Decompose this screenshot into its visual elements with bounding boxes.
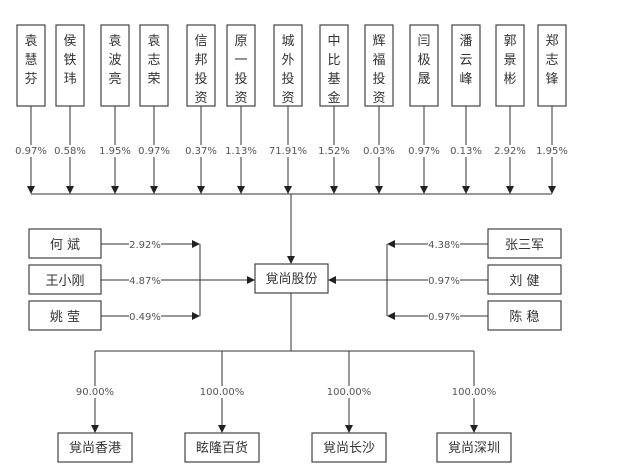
label-background xyxy=(99,145,131,157)
label-background xyxy=(200,386,244,398)
label-background xyxy=(363,145,395,157)
left-shareholder-box xyxy=(28,228,102,259)
left-shareholder-name: 何 斌 xyxy=(50,237,80,253)
top-shareholder-pct: 71.91% xyxy=(269,146,307,157)
label-background xyxy=(318,145,350,157)
subsidiary-name: 覍尚香港 xyxy=(69,441,121,456)
label-background xyxy=(428,311,460,323)
right-shareholder-box xyxy=(487,264,562,295)
label-background xyxy=(536,145,568,157)
right-shareholder-name: 刘 健 xyxy=(509,274,539,289)
top-shareholder-box xyxy=(451,24,481,107)
top-shareholder-name: 辉福投资 xyxy=(372,34,386,106)
top-shareholder-pct: 1.52% xyxy=(318,146,350,157)
subsidiary-box xyxy=(436,432,512,463)
subsidiary-box xyxy=(311,432,387,463)
top-shareholder-pct: 1.95% xyxy=(536,146,568,157)
top-shareholder-pct: 0.97% xyxy=(408,146,440,157)
top-shareholder-pct: 1.95% xyxy=(99,146,131,157)
top-shareholder-pct: 0.58% xyxy=(54,146,86,157)
label-background xyxy=(450,145,482,157)
label-background xyxy=(408,145,440,157)
right-shareholder-pct: 0.97% xyxy=(428,276,460,287)
top-shareholder-pct: 0.03% xyxy=(363,146,395,157)
label-background xyxy=(494,145,526,157)
subsidiary-name: 眩隆百货 xyxy=(196,440,248,456)
label-background xyxy=(428,239,460,251)
label-background xyxy=(138,145,170,157)
label-background xyxy=(76,386,114,398)
top-shareholder-pct: 0.37% xyxy=(185,146,217,157)
top-shareholder-box xyxy=(273,24,303,107)
top-shareholder-pct: 0.97% xyxy=(15,146,47,157)
top-shareholder-name: 潘云峰 xyxy=(459,34,473,87)
subsidiary-pct: 90.00% xyxy=(76,387,114,398)
label-background xyxy=(225,145,257,157)
top-shareholder-box xyxy=(186,24,216,107)
top-shareholder-name: 袁志荣 xyxy=(147,34,161,87)
top-shareholder-box xyxy=(55,24,85,107)
right-shareholder-name: 张三军 xyxy=(505,238,544,253)
top-shareholder-name: 郭景彬 xyxy=(503,34,517,87)
label-background xyxy=(129,275,161,287)
label-background xyxy=(15,145,47,157)
right-shareholder-pct: 4.38% xyxy=(428,240,460,251)
top-shareholder-box xyxy=(537,24,567,107)
subsidiary-pct: 100.00% xyxy=(452,387,497,398)
subsidiary-name: 覍尚长沙 xyxy=(323,441,375,456)
right-shareholder-box xyxy=(487,300,562,331)
left-shareholder-pct: 0.49% xyxy=(129,312,161,323)
center-company-name: 覍尚股份 xyxy=(265,272,317,287)
label-background xyxy=(452,386,496,398)
subsidiary-name: 覍尚深圳 xyxy=(448,441,500,456)
subsidiary-box xyxy=(184,432,260,463)
center-company-box xyxy=(254,263,329,294)
top-shareholder-name: 闫极晟 xyxy=(417,34,431,87)
label-background xyxy=(269,145,307,157)
subsidiary-pct: 100.00% xyxy=(327,387,372,398)
label-background xyxy=(129,311,161,323)
label-background xyxy=(185,145,217,157)
label-background xyxy=(327,386,371,398)
top-shareholder-pct: 1.13% xyxy=(225,146,257,157)
top-shareholder-pct: 0.97% xyxy=(138,146,170,157)
subsidiary-pct: 100.00% xyxy=(200,387,245,398)
top-shareholder-name: 郑志锋 xyxy=(545,34,559,87)
left-shareholder-name: 姚 莹 xyxy=(50,310,80,325)
right-shareholder-name: 陈 稳 xyxy=(509,309,539,325)
top-shareholder-name: 袁波亮 xyxy=(108,34,122,87)
left-shareholder-pct: 4.87% xyxy=(129,276,161,287)
left-shareholder-pct: 2.92% xyxy=(129,240,161,251)
top-shareholder-box xyxy=(495,24,525,107)
top-shareholder-name: 城外投资 xyxy=(281,34,295,106)
top-shareholder-box xyxy=(100,24,130,107)
top-shareholder-name: 袁慧芬 xyxy=(24,34,38,87)
top-shareholder-name: 侯铁玮 xyxy=(63,34,77,87)
top-shareholder-box xyxy=(226,24,256,107)
top-shareholder-name: 信邦投资 xyxy=(194,34,208,106)
top-shareholder-pct: 2.92% xyxy=(494,146,526,157)
top-shareholder-box xyxy=(319,24,349,107)
top-shareholder-name: 原一投资 xyxy=(234,34,248,106)
left-shareholder-box xyxy=(28,300,102,331)
label-background xyxy=(428,275,460,287)
right-shareholder-pct: 0.97% xyxy=(428,312,460,323)
top-shareholder-name: 中比基金 xyxy=(327,34,341,106)
label-background xyxy=(54,145,86,157)
left-shareholder-name: 王小刚 xyxy=(45,274,84,289)
label-background xyxy=(129,239,161,251)
subsidiary-box xyxy=(57,432,133,463)
top-shareholder-pct: 0.13% xyxy=(450,146,482,157)
top-shareholder-box xyxy=(364,24,394,107)
